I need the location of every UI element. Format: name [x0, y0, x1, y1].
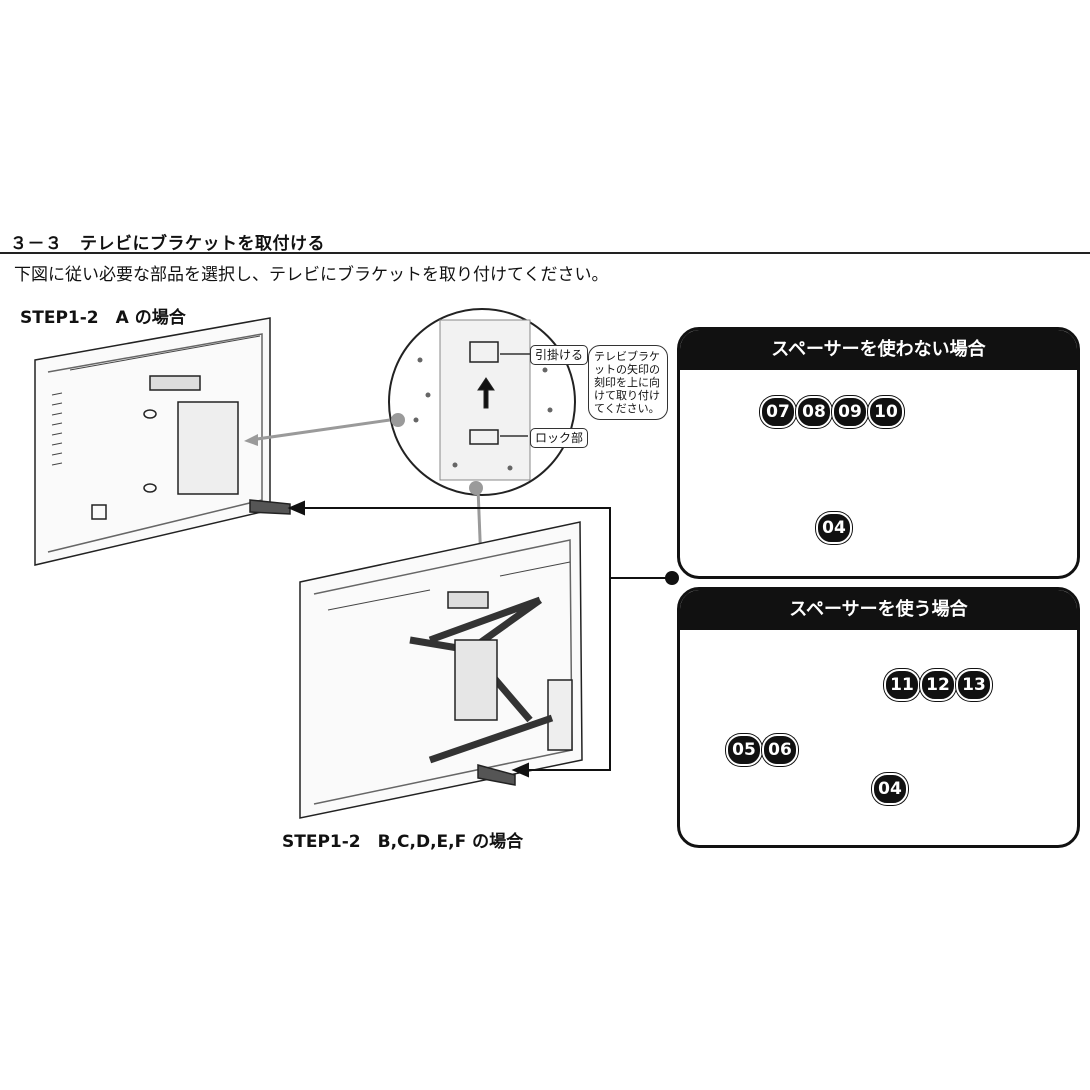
part-badge: 08: [796, 396, 832, 428]
part-badge: 11: [884, 669, 920, 701]
intro-text: 下図に従い必要な部品を選択し、テレビにブラケットを取り付けてください。: [14, 265, 609, 285]
step-b-label: STEP1-2 B,C,D,E,F の場合: [282, 832, 524, 852]
panel-no-spacer: スペーサーを使わない場合: [677, 327, 1080, 579]
panel-spacer: スペーサーを使う場合: [677, 587, 1080, 848]
panel-spacer-title: スペーサーを使う場合: [680, 590, 1077, 630]
tv-b-illustration: [299, 521, 583, 819]
part-badge: 12: [920, 669, 956, 701]
hook-callout: 引掛ける: [530, 345, 589, 365]
title-rule: [0, 252, 1090, 254]
part-badge: 09: [832, 396, 868, 428]
lock-callout: ロック部: [530, 428, 589, 448]
section-title: ３－３ テレビにブラケットを取付ける: [10, 234, 325, 254]
orientation-note: テレビブラケットの矢印の刻印を上に向けて取り付けてください。: [588, 345, 668, 420]
spacer-badge: 06: [762, 734, 798, 766]
washer-badge: 04: [872, 773, 908, 805]
bracket-detail-circle: [388, 308, 576, 496]
step-a-label: STEP1-2 A の場合: [20, 308, 186, 328]
part-badge: 13: [956, 669, 992, 701]
washer-badge: 04: [816, 512, 852, 544]
part-badge: 10: [868, 396, 904, 428]
tv-a-illustration: [34, 317, 291, 566]
panel-no-spacer-title: スペーサーを使わない場合: [680, 330, 1077, 370]
spacer-badge: 05: [726, 734, 762, 766]
part-badge: 07: [760, 396, 796, 428]
